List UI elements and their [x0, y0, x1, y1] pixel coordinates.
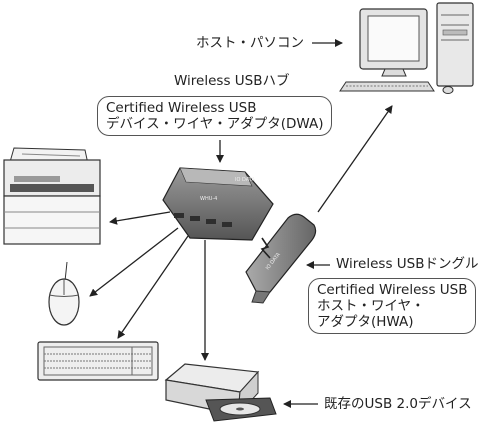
wireless-usb-hub-label: Wireless USBハブ [174, 73, 290, 89]
hwa-line-3: アダプタ(HWA) [317, 314, 414, 330]
hub-to-keyboard-arrow [117, 235, 189, 339]
dwa-line-1: Certified Wireless USB [106, 100, 257, 116]
host-pc-illustration [339, 2, 474, 94]
hwa-line-2: ホスト・ワイヤ・ [317, 298, 425, 314]
dwa-label-box: Certified Wireless USB デバイス・ワイヤ・アダプタ(DWA… [97, 96, 333, 136]
existing-usb-device-label: 既存のUSB 2.0デバイス [324, 396, 472, 412]
hwa-label-box: Certified Wireless USB ホスト・ワイヤ・ アダプタ(HWA… [308, 278, 477, 334]
wireless-usb-dongle-label: Wireless USBドングル [336, 256, 479, 272]
hub-to-printer-arrow [109, 211, 171, 225]
wireless-signal-icon [260, 237, 271, 259]
dongle-to-host-arrow [317, 105, 393, 213]
wireless-usb-hub-illustration: IO DATA WHU-4 [162, 167, 274, 241]
hub-model-text: WHU-4 [200, 196, 217, 202]
mouse-illustration [48, 261, 80, 326]
optical-drive-illustration [164, 363, 277, 422]
printer-illustration [3, 147, 101, 245]
dwa-line-2: デバイス・ワイヤ・アダプタ(DWA) [106, 116, 324, 132]
keyboard-illustration [37, 341, 159, 381]
hub-brand-text: IO DATA [235, 177, 255, 183]
hwa-line-1: Certified Wireless USB [317, 282, 468, 298]
host-pc-label: ホスト・パソコン [196, 35, 304, 51]
hub-to-mouse-arrow [89, 227, 179, 297]
